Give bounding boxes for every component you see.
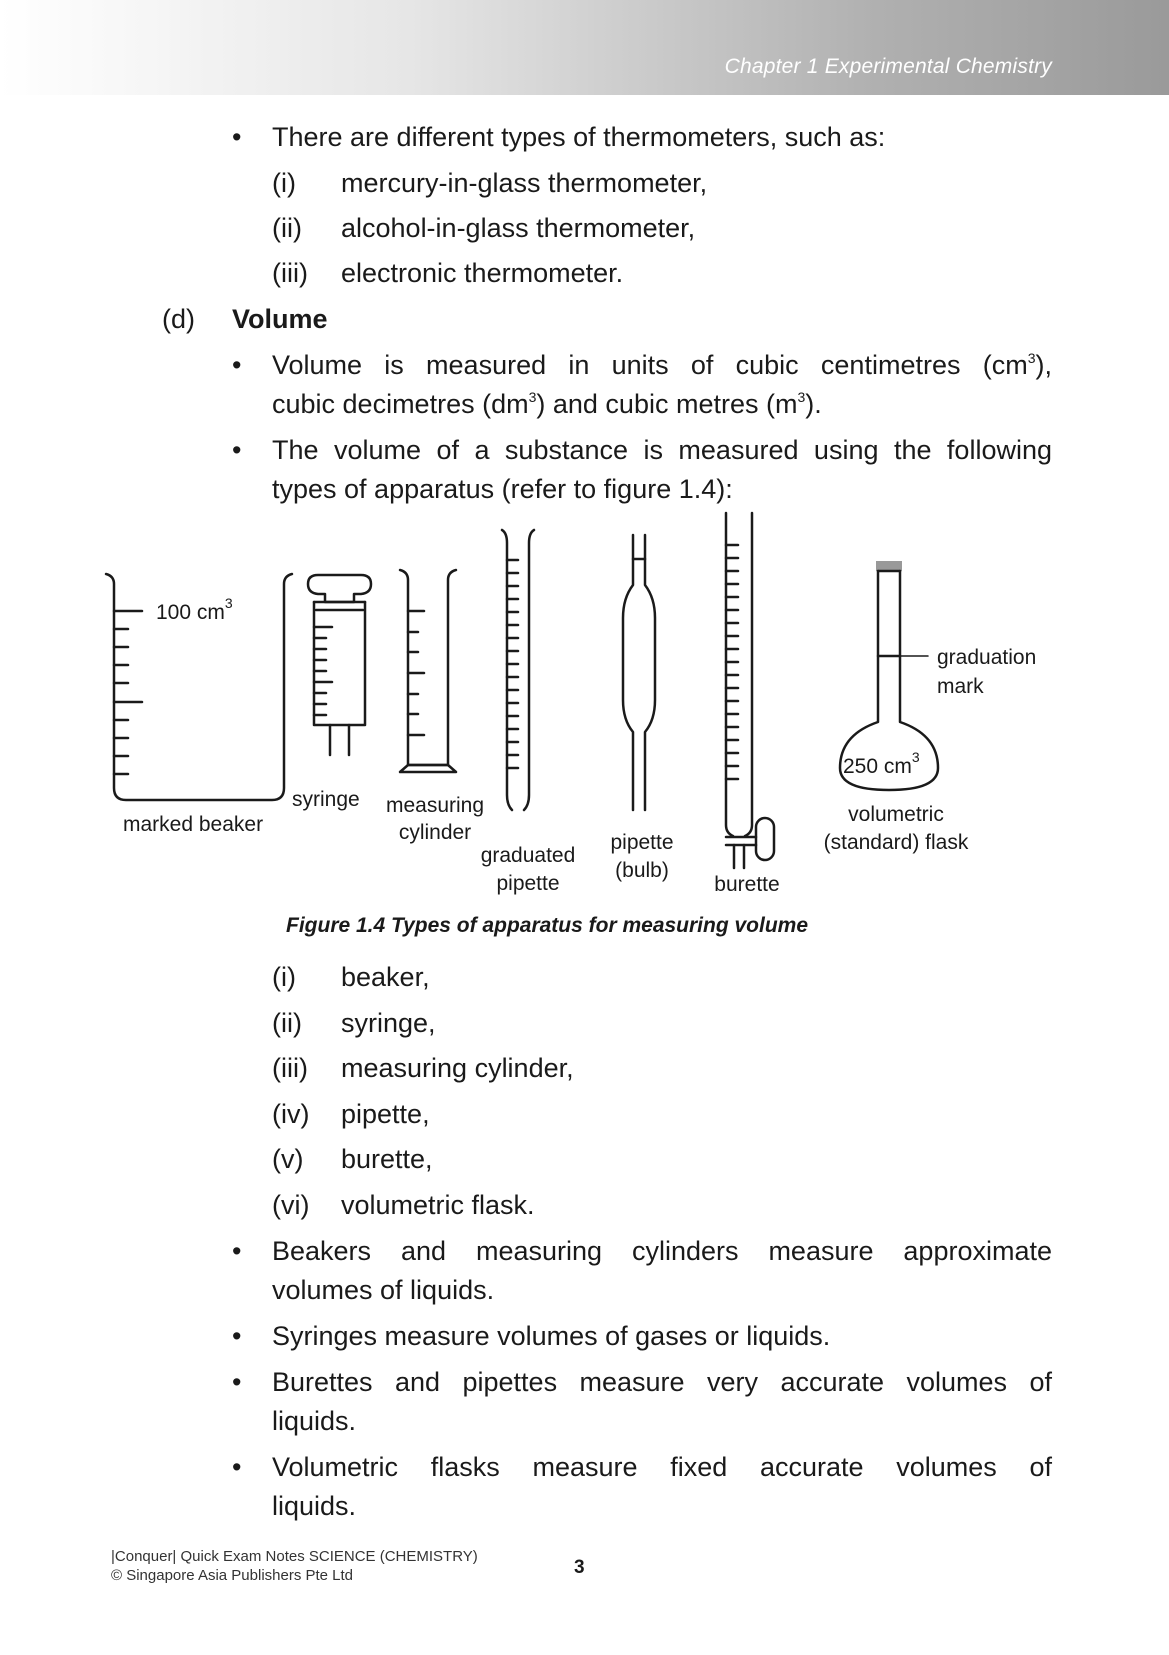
bullet: • [232, 1452, 242, 1482]
list-number: (iv) [272, 1099, 310, 1129]
apparatus-intro-line2: types of apparatus (refer to figure 1.4)… [272, 474, 733, 504]
label-graduation-mark-1: graduation [937, 646, 1037, 669]
label-measuring-cylinder-2: cylinder [398, 821, 472, 844]
bullet: • [232, 1236, 242, 1266]
graduated-pipette-drawing [500, 528, 536, 812]
note-burettes-line1: Burettes and pipettes measure very accur… [272, 1367, 1052, 1397]
page-number: 3 [574, 1557, 585, 1578]
label-graduation-mark-2: mark [937, 675, 984, 698]
note-beakers-line1: Beakers and measuring cylinders measure … [272, 1236, 1052, 1266]
footer-copyright: © Singapore Asia Publishers Pte Ltd [111, 1567, 354, 1584]
syringe-drawing [306, 573, 373, 757]
list-number: (ii) [272, 1008, 302, 1038]
beaker-mark-label: 100 cm3 [156, 595, 233, 624]
burette-drawing [724, 511, 776, 870]
list-item: mercury-in-glass thermometer, [341, 168, 708, 198]
footer-book-title: |Conquer| Quick Exam Notes SCIENCE (CHEM… [111, 1548, 478, 1565]
note-flasks-line2: liquids. [272, 1491, 357, 1521]
label-flask-1: volumetric [848, 803, 944, 826]
list-item: syringe, [341, 1008, 436, 1038]
label-graduated-pipette-1: graduated [480, 844, 576, 867]
bullet: • [232, 1367, 242, 1397]
list-number: (iii) [272, 258, 308, 288]
section-label: (d) [162, 304, 195, 334]
section-heading: Volume [232, 304, 328, 334]
label-syringe: syringe [292, 788, 360, 811]
marked-beaker-drawing [104, 572, 294, 802]
label-pipette-bulb-2: (bulb) [615, 859, 669, 882]
bullet: • [232, 1321, 242, 1351]
list-item: alcohol-in-glass thermometer, [341, 213, 696, 243]
note-beakers-line2: volumes of liquids. [272, 1275, 495, 1305]
measuring-cylinder-drawing [398, 568, 458, 774]
list-number: (vi) [272, 1190, 310, 1220]
list-number: (v) [272, 1144, 304, 1174]
label-pipette-bulb-1: pipette [610, 831, 674, 854]
list-number: (ii) [272, 213, 302, 243]
note-burettes-line2: liquids. [272, 1406, 357, 1436]
list-item: measuring cylinder, [341, 1053, 574, 1083]
figure-caption: Figure 1.4 Types of apparatus for measur… [286, 914, 809, 937]
pipette-bulb-drawing [621, 533, 657, 812]
list-number: (i) [272, 168, 296, 198]
volumetric-flask-drawing [838, 561, 940, 792]
list-item: volumetric flask. [341, 1190, 535, 1220]
list-number: (iii) [272, 1053, 308, 1083]
volume-units-line2: cubic decimetres (dm3) and cubic metres … [272, 389, 822, 419]
note-syringes: Syringes measure volumes of gases or liq… [272, 1321, 831, 1351]
list-item: pipette, [341, 1099, 430, 1129]
chapter-title: Chapter 1 Experimental Chemistry [724, 55, 1052, 78]
list-number: (i) [272, 962, 296, 992]
label-measuring-cylinder-1: measuring [385, 794, 485, 817]
bullet: • [232, 122, 242, 152]
label-marked-beaker: marked beaker [123, 813, 264, 836]
page-header: Chapter 1 Experimental Chemistry [0, 0, 1169, 95]
list-item: burette, [341, 1144, 433, 1174]
list-item: beaker, [341, 962, 430, 992]
list-item: electronic thermometer. [341, 258, 624, 288]
apparatus-intro-line1: The volume of a substance is measured us… [272, 435, 1052, 465]
note-flasks-line1: Volumetric flasks measure fixed accurate… [272, 1452, 1052, 1482]
thermometer-intro: There are different types of thermometer… [272, 122, 886, 152]
volume-units-line1: Volume is measured in units of cubic cen… [272, 350, 1052, 380]
bullet: • [232, 435, 242, 465]
label-burette: burette [714, 873, 780, 896]
flask-volume-label: 250 cm3 [843, 749, 920, 778]
label-graduated-pipette-2: pipette [496, 872, 560, 895]
label-flask-2: (standard) flask [823, 831, 969, 854]
bullet: • [232, 350, 242, 380]
